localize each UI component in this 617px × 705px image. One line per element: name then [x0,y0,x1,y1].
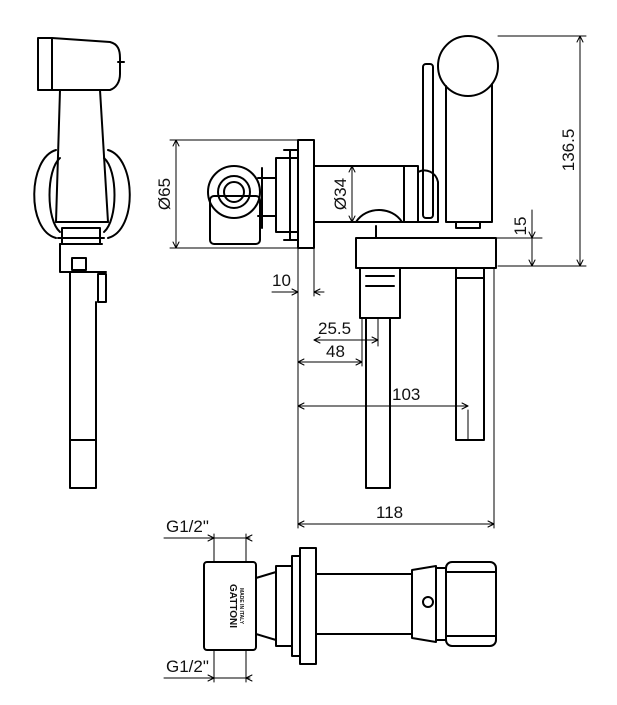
front-valve-body [209,195,261,245]
label-w48: 48 [326,342,345,361]
front-head-circle [437,35,499,97]
label-w25: 25.5 [318,319,351,338]
side-head [51,37,121,91]
label-h136: 136.5 [559,129,578,172]
bottom-body [315,573,413,635]
label-d34: Ø34 [331,178,350,210]
brand-logo: GATTONI [227,584,238,628]
side-flange-right [107,149,131,239]
bottom-valve-block [203,561,257,651]
front-lever [422,63,434,219]
front-plate-ring [275,157,299,233]
front-head-body [445,83,493,223]
bottom-head [445,561,497,647]
label-w118: 118 [376,503,403,522]
side-flange-left [33,149,57,239]
label-w10: 10 [272,271,291,290]
bottom-view [203,547,497,665]
label-g-top: G1/2" [166,517,209,536]
brand-origin: MADE IN ITALY [238,588,244,625]
label-h15: 15 [511,217,530,236]
front-valve-circle [207,165,261,219]
bottom-screw [422,596,434,608]
side-hose [69,271,97,489]
label-g-bottom: G1/2" [166,657,209,676]
dimension-lines [163,35,587,683]
label-d65: Ø65 [155,178,174,210]
label-w103: 103 [392,385,420,404]
side-head-cap [37,37,53,91]
front-view [207,35,499,489]
bottom-wall-plate [299,547,317,665]
front-support-bar [355,237,497,269]
front-hose-right [455,267,485,441]
front-wall-plate [297,139,315,249]
side-view [33,37,131,489]
side-holder [61,227,101,245]
side-handle [55,89,109,223]
